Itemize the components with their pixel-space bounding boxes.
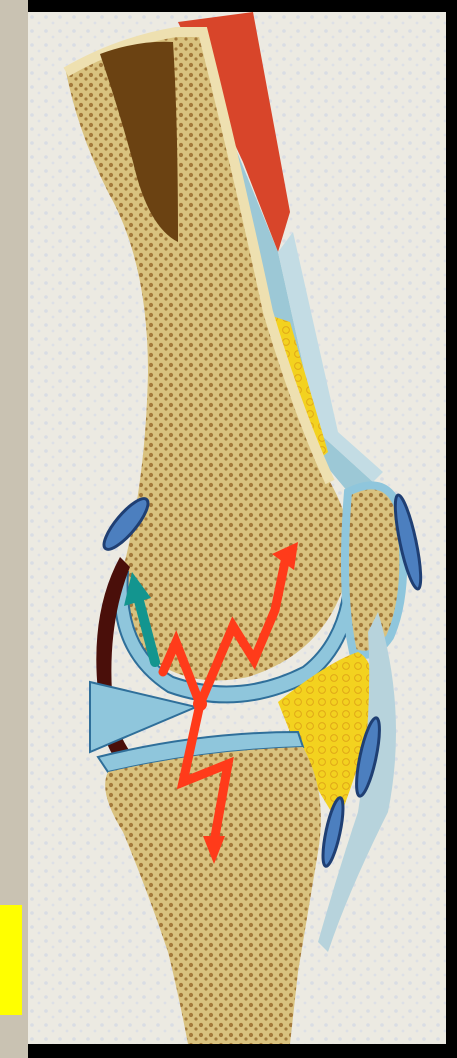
side-panel — [0, 0, 28, 1058]
illustration-frame — [28, 12, 446, 1044]
knee-joint-illustration — [28, 12, 446, 1044]
center-point — [193, 697, 207, 711]
yellow-tab-marker — [0, 905, 22, 1015]
